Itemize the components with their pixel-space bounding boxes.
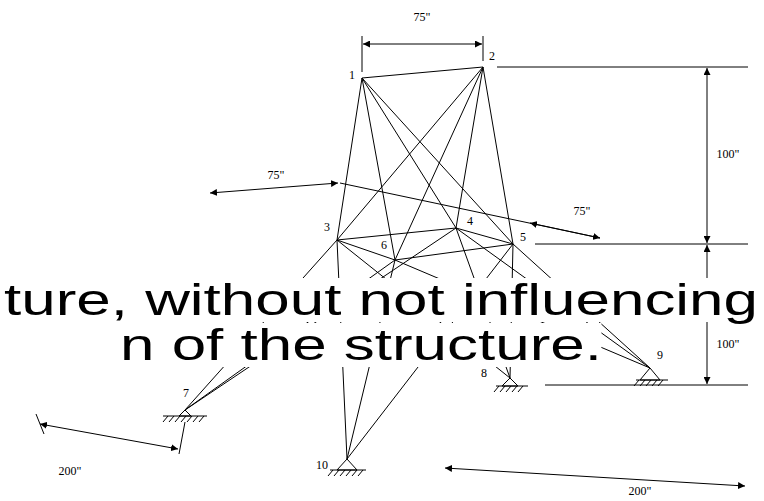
support-symbol: [640, 368, 660, 380]
joint-number: 4: [466, 215, 474, 228]
dimension-line: [445, 468, 745, 486]
joint-number: 2: [488, 50, 496, 63]
dimension-label: 200": [628, 485, 653, 498]
joint-number: 9: [656, 349, 664, 362]
truss-member: [362, 78, 395, 260]
overlay-text: n of the structure.: [120, 323, 602, 367]
dimension-label: 100": [716, 338, 741, 351]
extension-line: [497, 67, 748, 68]
joint-number: 8: [480, 367, 488, 380]
ground-hatch: [494, 386, 528, 392]
truss-member: [337, 228, 456, 240]
overlay-text: ture, without not influencing: [4, 278, 758, 322]
truss-member: [483, 67, 513, 244]
support-symbol: [502, 378, 518, 386]
dimension-label: 75": [573, 205, 592, 218]
truss-member: [456, 67, 483, 228]
dimension-line: [210, 183, 338, 193]
ground-hatch: [163, 416, 207, 422]
dimension-label: 200": [58, 465, 83, 478]
extension-line: [362, 36, 363, 72]
truss-member: [337, 67, 483, 240]
joint-number: 1: [348, 69, 356, 82]
extension-line: [340, 183, 600, 238]
joint-number: 7: [182, 387, 190, 400]
extension-line: [179, 422, 185, 454]
truss-member: [362, 67, 483, 78]
dimension-label: 75": [413, 11, 432, 24]
truss-member: [362, 78, 513, 244]
extension-line: [483, 36, 484, 61]
truss-member: [337, 78, 362, 240]
dimension-label: 75": [267, 169, 286, 182]
support-symbol: [179, 410, 191, 416]
joint-number: 3: [323, 221, 331, 234]
joint-number: 6: [380, 239, 388, 252]
truss-member: [395, 67, 483, 260]
dimension-line: [363, 44, 482, 45]
dimension-label: 100": [716, 148, 741, 161]
ground-hatch: [328, 470, 366, 476]
extension-line: [535, 244, 748, 245]
dimension-line: [40, 424, 178, 449]
truss-member: [456, 228, 513, 244]
joint-number: 5: [519, 231, 527, 244]
dimension-line: [530, 223, 600, 238]
dimension-line: [707, 68, 708, 243]
extension-line: [36, 414, 44, 434]
truss-member: [337, 240, 395, 260]
joint-number: 10: [315, 459, 329, 472]
extension-line: [545, 385, 748, 386]
support-symbol: [337, 459, 357, 470]
